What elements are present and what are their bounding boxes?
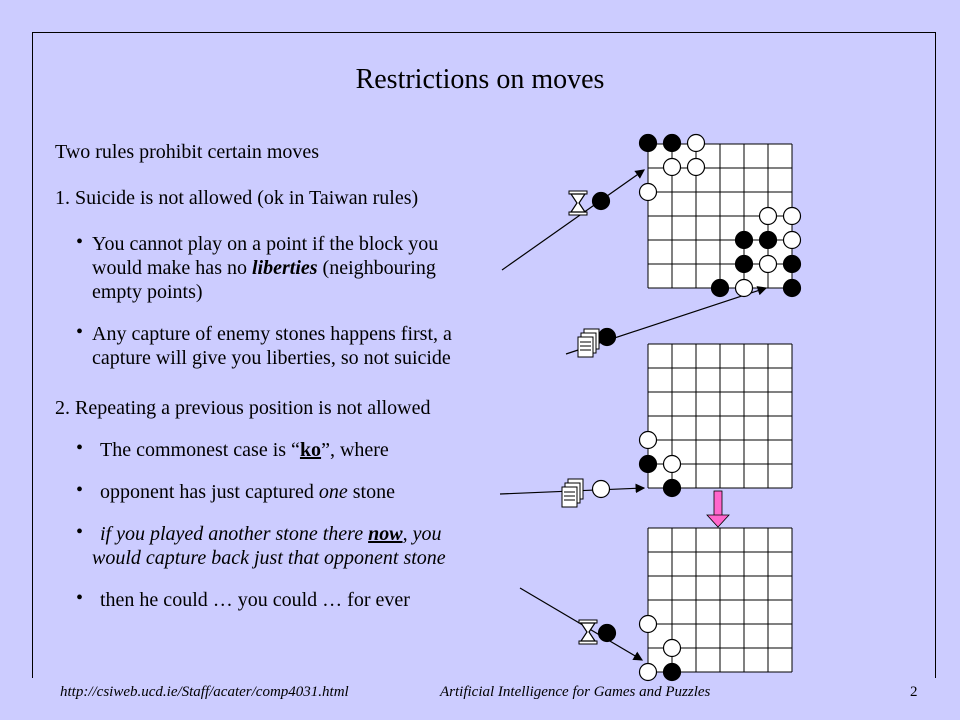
footer-course: Artificial Intelligence for Games and Pu… bbox=[440, 684, 711, 700]
hourglass-icon bbox=[568, 190, 588, 216]
white-stone bbox=[638, 182, 658, 202]
white-stone bbox=[662, 157, 682, 177]
text-segment: opponent has just captured bbox=[100, 481, 319, 503]
now-term: now bbox=[368, 523, 403, 545]
text-segment: , you bbox=[402, 523, 442, 545]
black-stone bbox=[638, 454, 658, 474]
white-stone bbox=[758, 206, 778, 226]
rule-2-heading: 2. Repeating a previous position is not … bbox=[55, 397, 431, 419]
white-stone bbox=[638, 430, 658, 450]
rule-2-bullet-c-line1: if you played another stone there now, y… bbox=[100, 522, 441, 546]
move-arrow bbox=[501, 169, 645, 271]
black-stone bbox=[597, 623, 617, 643]
black-stone bbox=[782, 278, 802, 298]
rule-1-bullet-a-line2: would make has no liberties (neighbourin… bbox=[92, 256, 436, 280]
slide-title: Restrictions on moves bbox=[355, 64, 605, 95]
text-segment: if you played another stone there bbox=[100, 523, 369, 545]
black-stone bbox=[734, 254, 754, 274]
page-number: 2 bbox=[910, 684, 918, 700]
bullet-glyph: • bbox=[76, 587, 84, 609]
rule-1-bullet-b-line1: Any capture of enemy stones happens firs… bbox=[92, 323, 452, 345]
text-segment: (neighbouring bbox=[317, 257, 436, 279]
white-stone bbox=[662, 638, 682, 658]
bullet-glyph: • bbox=[76, 321, 84, 343]
white-stone bbox=[782, 230, 802, 250]
black-stone bbox=[662, 662, 682, 682]
bullet-glyph: • bbox=[76, 521, 84, 543]
ko-transition-arrow bbox=[706, 490, 730, 528]
footer-url[interactable]: http://csiweb.ucd.ie/Staff/acater/comp40… bbox=[60, 684, 349, 700]
black-stone bbox=[638, 133, 658, 153]
bullet-glyph: • bbox=[76, 437, 84, 459]
rule-2-bullet-c-line2: would capture back just that opponent st… bbox=[92, 547, 446, 569]
rule-1-heading: 1. Suicide is not allowed (ok in Taiwan … bbox=[55, 187, 419, 209]
white-stone bbox=[734, 278, 754, 298]
black-stone bbox=[782, 254, 802, 274]
rule-1-bullet-a-line1: You cannot play on a point if the block … bbox=[92, 233, 439, 255]
ko-term: ko bbox=[299, 439, 322, 461]
black-stone bbox=[758, 230, 778, 250]
white-stone bbox=[686, 157, 706, 177]
black-stone bbox=[662, 133, 682, 153]
intro-text: Two rules prohibit certain moves bbox=[55, 141, 320, 163]
black-stone bbox=[734, 230, 754, 250]
black-stone bbox=[591, 191, 611, 211]
white-stone bbox=[591, 479, 611, 499]
rule-2-bullet-d: then he could … you could … for ever bbox=[100, 589, 410, 611]
white-stone bbox=[638, 614, 658, 634]
text-segment: ”, where bbox=[321, 439, 389, 461]
go-board bbox=[647, 527, 793, 673]
rule-1-bullet-a-line3: empty points) bbox=[92, 281, 203, 303]
white-stone bbox=[662, 454, 682, 474]
black-stone bbox=[710, 278, 730, 298]
rule-2-bullet-a: The commonest case is “ko”, where bbox=[100, 438, 389, 462]
black-stone bbox=[597, 327, 617, 347]
one-term: one bbox=[318, 481, 348, 503]
bullet-glyph: • bbox=[76, 231, 84, 253]
white-stone bbox=[782, 206, 802, 226]
white-stone bbox=[638, 662, 658, 682]
calendar-icon bbox=[561, 478, 584, 508]
black-stone bbox=[662, 478, 682, 498]
text-segment: The commonest case is “ bbox=[100, 439, 300, 461]
bullet-glyph: • bbox=[76, 479, 84, 501]
white-stone bbox=[686, 133, 706, 153]
rule-1-bullet-b-line2: capture will give you liberties, so not … bbox=[92, 347, 451, 369]
rule-2-bullet-b: opponent has just captured one stone bbox=[100, 480, 395, 504]
calendar-icon bbox=[577, 328, 600, 358]
text-segment: would make has no bbox=[92, 257, 252, 279]
text-segment: stone bbox=[347, 481, 395, 503]
liberties-term: liberties bbox=[251, 257, 318, 279]
slide-frame bbox=[32, 32, 936, 678]
white-stone bbox=[758, 254, 778, 274]
